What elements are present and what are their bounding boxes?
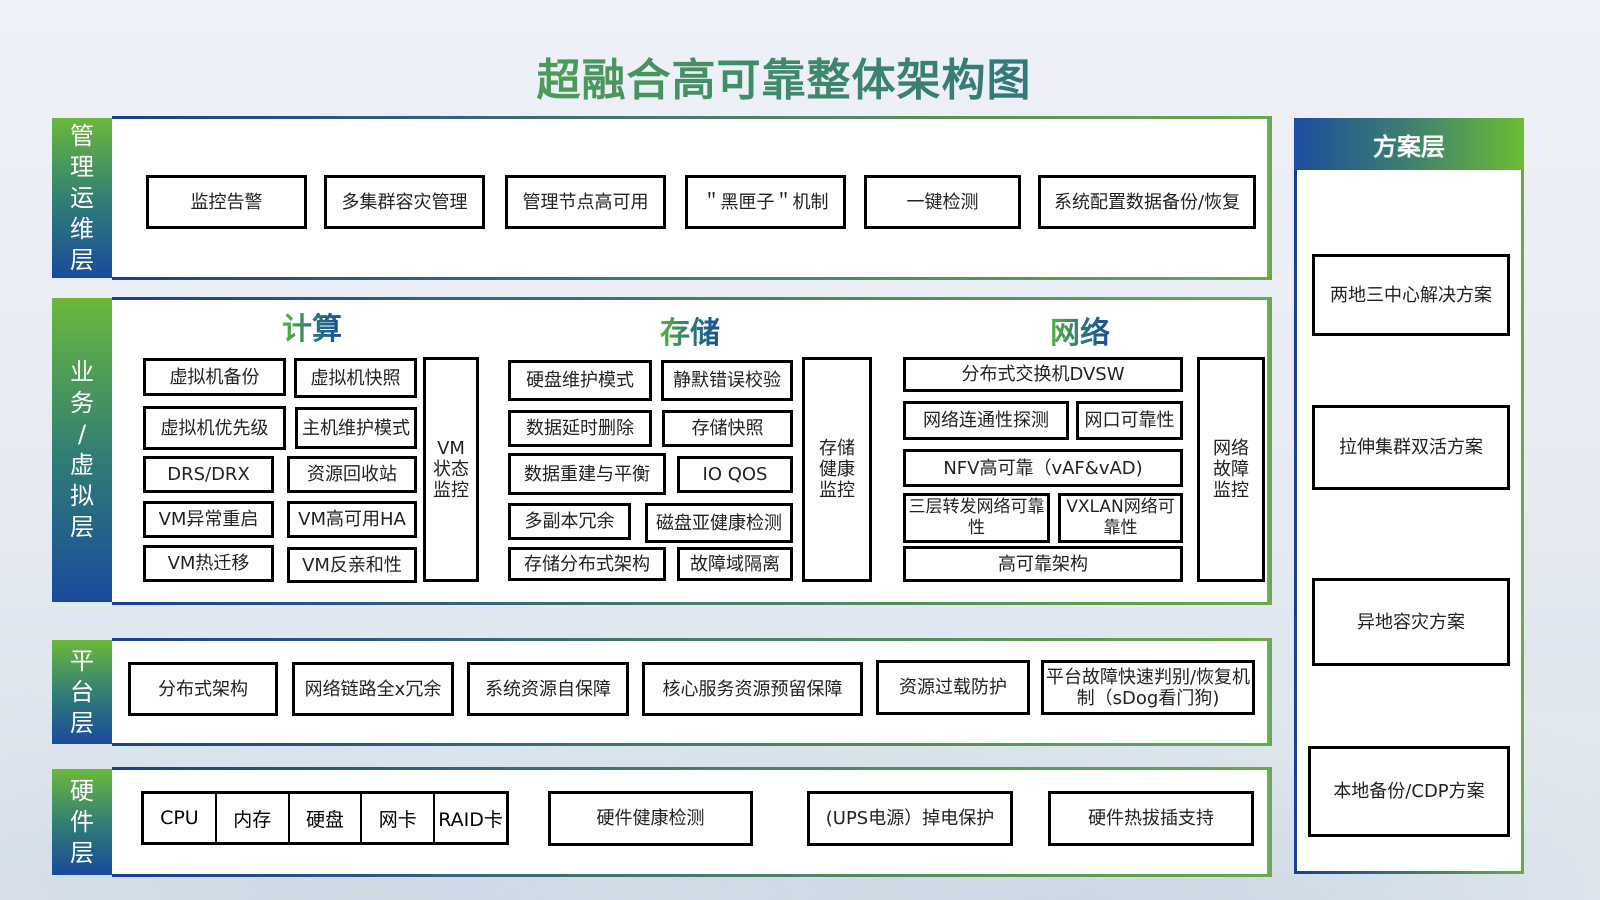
network-item[interactable]: 分布式交换机DVSW [903, 357, 1183, 392]
hw-component-disk[interactable]: 硬盘 [290, 794, 363, 842]
compute-item[interactable]: VM异常重启 [143, 501, 274, 538]
label-char: 层 [70, 838, 94, 867]
solution-layer: 方案层 两地三中心解决方案 拉伸集群双活方案 异地容灾方案 本地备份/CDP方案 [1294, 118, 1524, 874]
compute-item[interactable]: 虚拟机优先级 [143, 406, 286, 450]
monitor-text: 健康 [819, 459, 855, 480]
platform-item[interactable]: 资源过载防护 [876, 660, 1030, 715]
hw-component-memory[interactable]: 内存 [217, 794, 290, 842]
label-char: 硬 [70, 776, 94, 805]
monitor-text: 存储 [819, 438, 855, 459]
hardware-item[interactable]: (UPS电源）掉电保护 [807, 791, 1013, 846]
label-char: 件 [70, 807, 94, 836]
storage-item[interactable]: 数据重建与平衡 [508, 453, 666, 495]
compute-item[interactable]: DRS/DRX [143, 456, 274, 493]
network-item[interactable]: 网口可靠性 [1076, 401, 1183, 440]
storage-item[interactable]: 数据延时删除 [508, 410, 652, 447]
label-char: 层 [70, 245, 94, 274]
platform-item[interactable]: 分布式架构 [128, 662, 278, 716]
monitor-text: 监控 [433, 480, 469, 501]
solution-item[interactable]: 拉伸集群双活方案 [1312, 405, 1510, 490]
label-char: 层 [70, 513, 94, 541]
page-title: 超融合高可靠整体架构图 [0, 44, 1568, 108]
compute-item[interactable]: VM高可用HA [287, 501, 417, 538]
vm-status-monitor[interactable]: VM 状态 监控 [423, 357, 479, 582]
label-char: / [77, 420, 87, 448]
network-item[interactable]: 三层转发网络可靠性 [903, 493, 1050, 543]
platform-item[interactable]: 平台故障快速判别/恢复机制（sDog看门狗) [1041, 660, 1255, 715]
monitor-text: 监控 [819, 480, 855, 501]
solution-item[interactable]: 本地备份/CDP方案 [1308, 746, 1510, 837]
storage-item[interactable]: 静默错误校验 [661, 360, 793, 401]
label-char: 拟 [70, 482, 94, 510]
hw-component-nic[interactable]: 网卡 [362, 794, 436, 842]
platform-item[interactable]: 网络链路全x冗余 [292, 662, 454, 716]
mgmt-item[interactable]: 管理节点高可用 [505, 175, 666, 229]
mgmt-item[interactable]: ＂黑匣子＂机制 [685, 175, 846, 229]
label-char: 务 [70, 389, 94, 417]
storage-title: 存储 [660, 308, 720, 352]
layer-label-business: 业 务 / 虚 拟 层 [52, 298, 112, 602]
mgmt-item[interactable]: 一键检测 [864, 175, 1021, 229]
storage-health-monitor[interactable]: 存储 健康 监控 [802, 357, 872, 582]
compute-item[interactable]: 虚拟机备份 [143, 358, 286, 396]
compute-item[interactable]: 主机维护模式 [295, 407, 417, 449]
layer-label-platform: 平 台 层 [52, 640, 112, 744]
mgmt-item[interactable]: 系统配置数据备份/恢复 [1038, 175, 1256, 229]
layer-label-hardware: 硬 件 层 [52, 769, 112, 875]
monitor-text: 监控 [1213, 480, 1249, 501]
label-char: 业 [70, 358, 94, 386]
mgmt-item[interactable]: 多集群容灾管理 [324, 175, 485, 229]
hardware-components: CPU 内存 硬盘 网卡 RAID卡 [141, 791, 509, 845]
platform-item[interactable]: 核心服务资源预留保障 [642, 662, 863, 716]
monitor-text: 状态 [433, 459, 469, 480]
compute-title: 计算 [282, 304, 342, 348]
storage-item[interactable]: 磁盘亚健康检测 [645, 503, 793, 543]
label-char: 维 [70, 214, 94, 243]
compute-item[interactable]: 虚拟机快照 [294, 358, 417, 398]
solution-layer-title: 方案层 [1294, 118, 1524, 170]
hardware-item[interactable]: 硬件健康检测 [548, 791, 753, 846]
storage-item[interactable]: 存储分布式架构 [508, 547, 666, 581]
storage-item[interactable]: 多副本冗余 [508, 503, 631, 540]
storage-item[interactable]: IO QOS [677, 456, 793, 493]
solution-item[interactable]: 两地三中心解决方案 [1312, 254, 1510, 336]
network-fault-monitor[interactable]: 网络 故障 监控 [1197, 357, 1265, 582]
network-item[interactable]: VXLAN网络可靠性 [1058, 493, 1183, 543]
hw-component-raid[interactable]: RAID卡 [438, 808, 503, 831]
label-char: 虚 [70, 451, 94, 479]
network-item[interactable]: 高可靠架构 [903, 546, 1183, 582]
hardware-item[interactable]: 硬件热拔插支持 [1048, 791, 1254, 846]
label-char: 平 [70, 646, 94, 675]
layer-label-management: 管 理 运 维 层 [52, 118, 112, 278]
monitor-text: 故障 [1213, 459, 1249, 480]
label-char: 管 [70, 121, 94, 150]
storage-item[interactable]: 硬盘维护模式 [508, 360, 652, 401]
label-char: 理 [70, 152, 94, 181]
network-item[interactable]: 网络连通性探测 [903, 401, 1069, 440]
storage-item[interactable]: 存储快照 [662, 410, 793, 447]
storage-item[interactable]: 故障域隔离 [677, 547, 793, 581]
solution-item[interactable]: 异地容灾方案 [1312, 578, 1510, 666]
compute-item[interactable]: VM热迁移 [143, 545, 274, 582]
network-item[interactable]: NFV高可靠（vAF&vAD) [903, 449, 1183, 487]
network-title: 网络 [1050, 308, 1110, 352]
compute-item[interactable]: VM反亲和性 [287, 547, 417, 583]
platform-item[interactable]: 系统资源自保障 [467, 662, 629, 716]
monitor-text: VM [437, 438, 465, 459]
label-char: 层 [70, 708, 94, 737]
hw-component-cpu[interactable]: CPU [144, 794, 217, 842]
label-char: 台 [70, 677, 94, 706]
label-char: 运 [70, 183, 94, 212]
mgmt-item[interactable]: 监控告警 [146, 175, 307, 229]
monitor-text: 网络 [1213, 438, 1249, 459]
compute-item[interactable]: 资源回收站 [287, 456, 417, 493]
